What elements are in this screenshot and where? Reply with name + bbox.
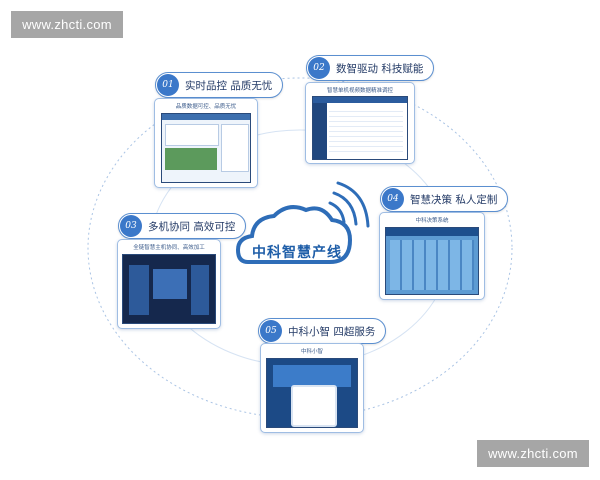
module-03-caption: 全链智慧主机协同、高效加工 [133,245,205,251]
module-01-screenshot [161,113,251,183]
module-02-card[interactable]: 智慧单机视频数据精准调控 [305,82,415,164]
module-03-card[interactable]: 全链智慧主机协同、高效加工 [117,239,221,329]
module-02-badge[interactable]: 02 数智驱动 科技赋能 [306,55,435,81]
module-05-screenshot [266,358,358,428]
module-02-number: 02 [308,57,330,79]
module-05-badge[interactable]: 05 中科小智 四超服务 [258,318,387,344]
module-03-title: 多机协同 高效可控 [148,220,236,233]
module-04-badge[interactable]: 04 智慧决策 私人定制 [380,186,509,212]
module-03-badge[interactable]: 03 多机协同 高效可控 [118,213,247,239]
module-04-card[interactable]: 中科决策系统 [379,212,485,300]
module-05-card[interactable]: 中科小智 [260,343,364,433]
module-05-title: 中科小智 四超服务 [288,325,376,338]
module-05-caption: 中科小智 [300,349,323,355]
module-03-number: 03 [120,215,142,237]
watermark-top: www.zhcti.com [11,11,123,38]
module-01-number: 01 [157,74,179,96]
module-01-caption: 品质数据可控、品质无忧 [175,104,237,110]
module-01-badge[interactable]: 01 实时品控 品质无忧 [155,72,284,98]
module-05-number: 05 [260,320,282,342]
module-04-caption: 中科决策系统 [415,218,449,224]
module-02-caption: 智慧单机视频数据精准调控 [326,88,393,94]
cloud-icon [235,181,370,264]
center-label: 中科智慧产线 [252,245,342,261]
module-02-screenshot [312,96,408,160]
watermark-bottom: www.zhcti.com [477,440,589,467]
module-04-screenshot [385,227,479,295]
module-04-title: 智慧决策 私人定制 [410,193,498,206]
module-01-card[interactable]: 品质数据可控、品质无忧 [154,98,258,188]
module-03-screenshot [122,254,216,324]
module-02-title: 数智驱动 科技赋能 [336,62,424,75]
module-04-number: 04 [382,188,404,210]
module-01-title: 实时品控 品质无忧 [185,79,273,92]
